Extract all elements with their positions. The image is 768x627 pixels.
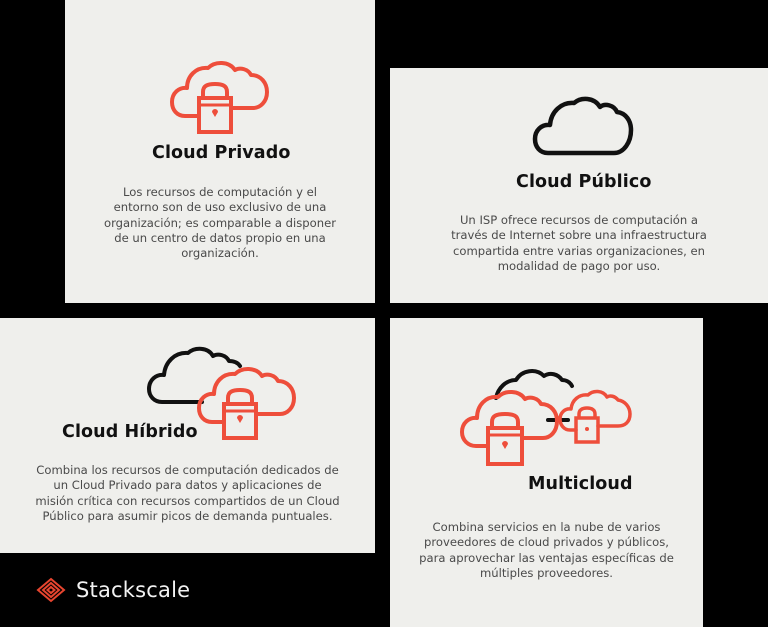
brand-logo: Stackscale	[36, 577, 190, 603]
description-line: un Cloud Privado para datos y aplicacion…	[53, 478, 322, 493]
card-cloud-privado: Cloud Privado Los recursos de computació…	[65, 0, 375, 303]
description-line: través de Internet sobre una infraestruc…	[451, 228, 707, 243]
card-title: Cloud Privado	[152, 143, 291, 163]
description-line: Combina servicios en la nube de varios	[432, 520, 661, 534]
description-line: de un centro de datos propio en una	[114, 230, 326, 245]
description-line: Combina los recursos de computación dedi…	[36, 463, 339, 477]
card-cloud-hibrido: Cloud Híbrido Combina los recursos de co…	[0, 318, 375, 553]
description-line: Público para asumir picos de demanda pun…	[42, 508, 333, 523]
multicloud-icon	[458, 362, 636, 474]
description-line: organización; es comparable a disponer	[104, 215, 336, 230]
description-line: para aprovechar las ventajas específicas…	[419, 550, 674, 565]
card-title: Multicloud	[528, 474, 633, 494]
card-description: Un ISP ofrece recursos de computación a …	[390, 213, 768, 274]
description-line: múltiples proveedores.	[480, 565, 613, 580]
card-description: Los recursos de computación y el entorno…	[65, 185, 375, 261]
brand-name: Stackscale	[76, 578, 191, 602]
card-title: Cloud Público	[516, 172, 652, 192]
description-line: Un ISP ofrece recursos de computación a	[459, 213, 699, 227]
cloud-lock-icon	[169, 60, 269, 136]
description-line: Los recursos de computación y el	[123, 185, 317, 199]
hybrid-cloud-icon	[146, 346, 302, 442]
card-cloud-publico: Cloud Público Un ISP ofrece recursos de …	[390, 68, 768, 303]
description-line: modalidad de pago por uso.	[497, 258, 661, 273]
card-description: Combina los recursos de computación dedi…	[0, 463, 375, 524]
card-title: Cloud Híbrido	[62, 422, 198, 442]
description-line: entorno son de uso exclusivo de una	[113, 200, 327, 215]
cloud-icon	[532, 95, 634, 157]
description-line: misión crítica con recursos compartidos …	[35, 493, 340, 508]
card-multicloud: Multicloud Combina servicios en la nube …	[390, 318, 703, 627]
description-line: compartida entre varias organizaciones, …	[453, 243, 705, 258]
stackscale-logo-icon	[36, 577, 66, 603]
card-description: Combina servicios en la nube de varios p…	[390, 520, 703, 581]
description-line: proveedores de cloud privados y públicos…	[424, 535, 669, 550]
description-line: organización.	[181, 246, 259, 261]
